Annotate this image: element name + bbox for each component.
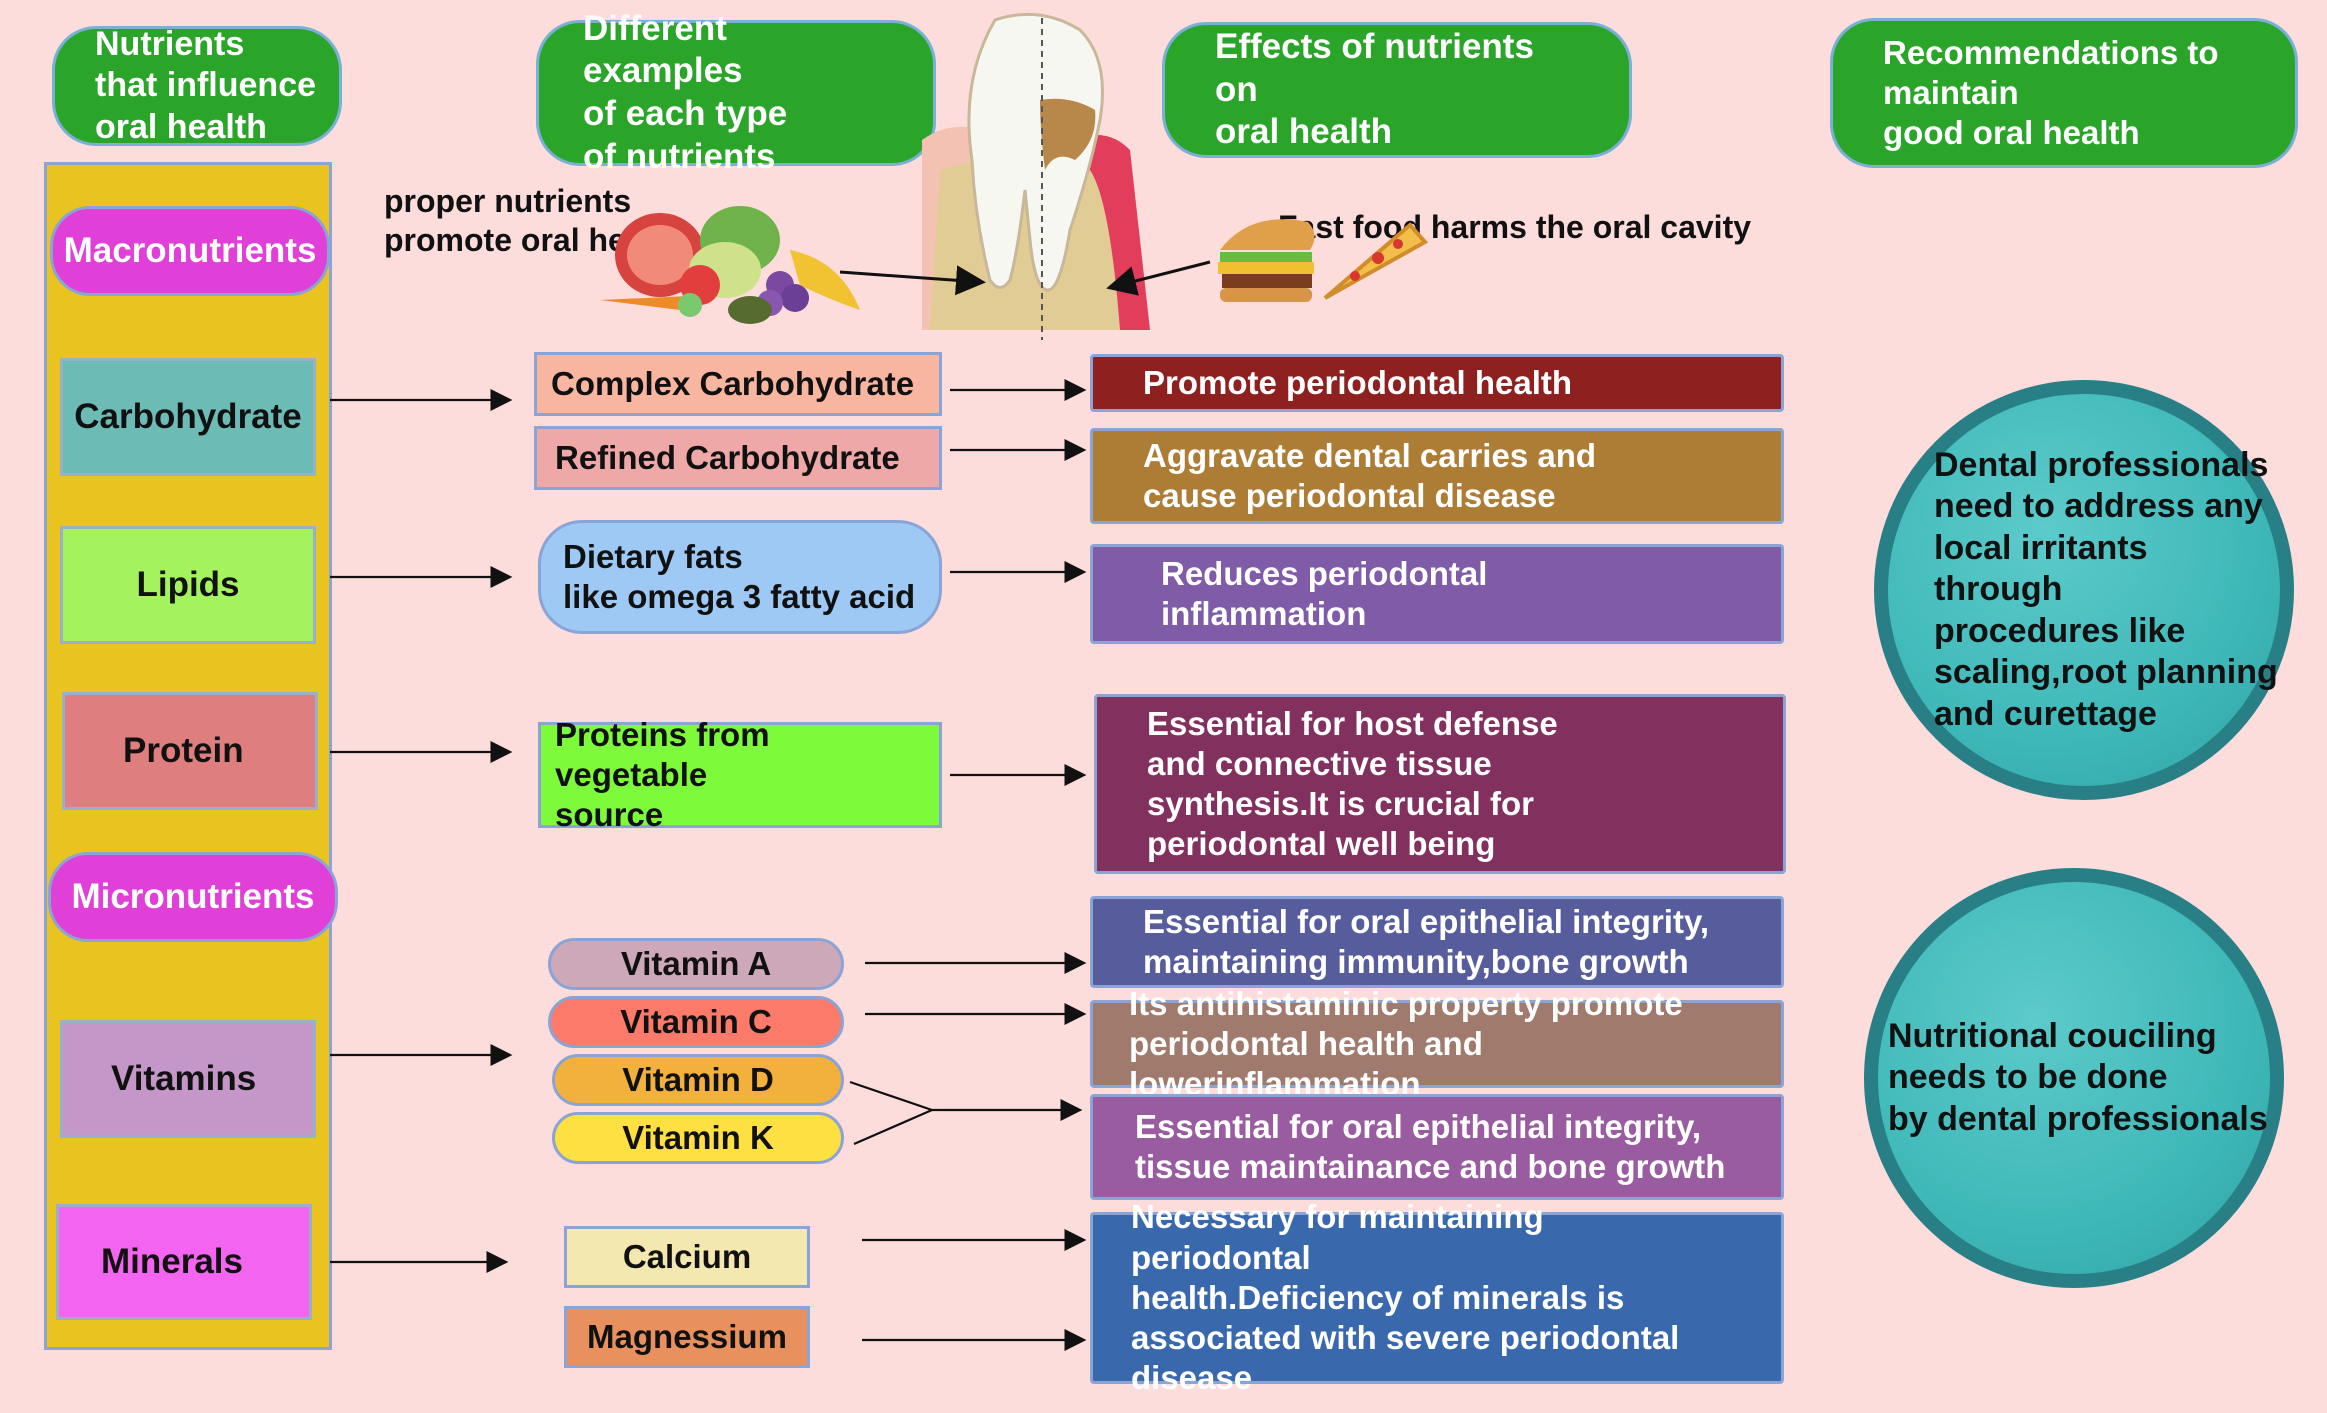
micronutrients-label: Micronutrients bbox=[48, 852, 338, 942]
header-examples: Different examples of each type of nutri… bbox=[536, 9, 936, 176]
category-lipids: Lipids bbox=[60, 526, 316, 644]
note-fast-food: Fast food harms the oral cavity bbox=[1278, 209, 1752, 245]
example-refined-carbohydrate: Refined Carbohydrate bbox=[534, 426, 942, 490]
example-vitamin-a: Vitamin A bbox=[548, 938, 844, 990]
effect-minerals: Necessary for maintaining periodontal he… bbox=[1090, 1198, 1784, 1396]
effect-vitamin-c: Its antihistaminic property promote peri… bbox=[1090, 985, 1784, 1102]
arrow-fastfood-tooth bbox=[1106, 260, 1211, 296]
pizza-icon bbox=[1323, 222, 1429, 300]
example-complex-carbohydrate: Complex Carbohydrate bbox=[534, 352, 942, 416]
example-magnesium: Magnessium bbox=[564, 1306, 810, 1368]
category-vitamins: Vitamins bbox=[60, 1020, 316, 1138]
category-arrows bbox=[330, 389, 513, 1273]
category-protein: Protein bbox=[62, 692, 318, 810]
example-dietary-fats: Dietary fats like omega 3 fatty acid bbox=[538, 520, 942, 634]
effect-vitamin-d-k: Essential for oral epithelial integrity,… bbox=[1090, 1094, 1784, 1200]
header-effects: Effects of nutrients on oral health bbox=[1162, 22, 1632, 158]
effect-refined-carbohydrate: Aggravate dental carries and cause perio… bbox=[1090, 428, 1784, 524]
macronutrients-label: Macronutrients bbox=[50, 206, 330, 296]
header-nutrients: Nutrients that influence oral health bbox=[52, 25, 342, 146]
example-calcium: Calcium bbox=[564, 1226, 810, 1288]
category-carbohydrate: Carbohydrate bbox=[60, 358, 316, 476]
effect-protein: Essential for host defense and connectiv… bbox=[1094, 694, 1786, 874]
category-minerals: Minerals bbox=[56, 1204, 312, 1320]
burger-icon bbox=[1218, 219, 1315, 302]
tooth-icon bbox=[922, 12, 1150, 340]
header-recommendations: Recommendations to maintain good oral he… bbox=[1830, 18, 2298, 168]
arrow-nutrients-tooth bbox=[839, 265, 986, 296]
effect-complex-carbohydrate: Promote periodontal health bbox=[1090, 354, 1784, 412]
example-vitamin-d: Vitamin D bbox=[552, 1054, 844, 1106]
effect-arrows bbox=[849, 379, 1087, 1351]
example-vitamin-c: Vitamin C bbox=[548, 996, 844, 1048]
effect-dietary-fats: Reduces periodontal inflammation bbox=[1090, 544, 1784, 644]
example-vitamin-k: Vitamin K bbox=[552, 1112, 844, 1164]
fruits-vegetables-icon bbox=[600, 206, 860, 324]
effect-vitamin-a: Essential for oral epithelial integrity,… bbox=[1090, 896, 1784, 988]
example-vegetable-proteins: Proteins from vegetable source bbox=[538, 716, 942, 833]
